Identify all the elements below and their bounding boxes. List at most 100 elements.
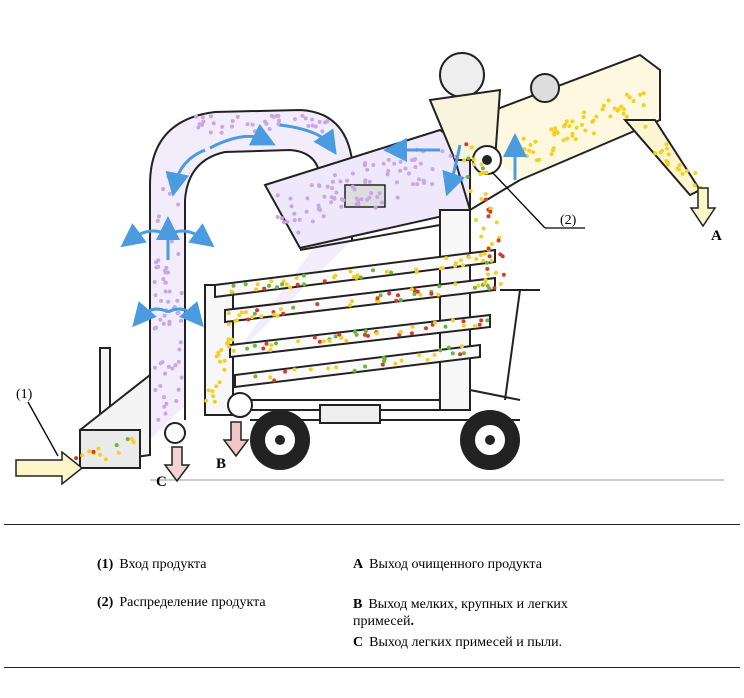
particle-dot	[268, 375, 273, 380]
particle-dot	[409, 287, 414, 292]
particle-dot	[219, 348, 224, 352]
particle-dot	[486, 214, 491, 219]
particle-dot	[395, 195, 400, 200]
particle-dot	[581, 115, 586, 119]
particle-dot	[692, 183, 697, 188]
particle-dot	[553, 126, 558, 131]
particle-dot	[619, 104, 624, 109]
particle-dot	[665, 162, 670, 167]
particle-dot	[306, 123, 311, 128]
particle-dot	[288, 285, 293, 290]
particle-dot	[158, 384, 163, 388]
particle-dot	[483, 192, 488, 197]
particle-dot	[574, 125, 579, 130]
machine-frame	[204, 209, 540, 416]
particle-dot	[166, 299, 171, 304]
particle-dot	[660, 148, 665, 153]
particle-dot	[250, 315, 254, 320]
particle-dot	[176, 310, 181, 315]
air-flow-arrow	[165, 148, 206, 197]
particle-dot	[116, 450, 121, 455]
outlet-c-drum	[164, 422, 186, 444]
particle-dot	[521, 136, 526, 141]
particle-dot	[638, 92, 643, 97]
particle-dot	[220, 124, 225, 129]
particle-dot	[480, 166, 485, 171]
particle-dot	[301, 273, 306, 278]
particle-dot	[392, 161, 397, 166]
particle-dot	[292, 367, 297, 372]
particle-dot	[498, 282, 503, 286]
particle-dot	[549, 152, 554, 157]
particle-dot	[305, 196, 310, 201]
legend-key: C	[353, 635, 364, 650]
particle-dot	[222, 367, 227, 372]
particle-dot	[156, 258, 161, 263]
particle-dot	[492, 285, 497, 290]
particle-dot	[693, 171, 698, 175]
particle-dot	[226, 344, 231, 349]
particle-dot	[482, 251, 487, 256]
particle-dot	[302, 282, 306, 287]
particle-dot	[163, 280, 168, 285]
outlet-a-label: A	[711, 228, 722, 244]
particle-dot	[583, 128, 588, 133]
particle-dot	[476, 283, 481, 288]
particle-dot	[398, 168, 403, 173]
particle-dot	[354, 332, 359, 337]
particle-dot	[87, 449, 92, 454]
particle-dot	[212, 399, 217, 404]
particle-dot	[432, 353, 437, 357]
particle-dot	[315, 302, 320, 307]
particle-dot	[231, 348, 236, 353]
particle-dot	[380, 362, 385, 367]
inlet-arrow	[15, 450, 84, 486]
particle-dot	[466, 156, 471, 161]
particle-dot	[381, 161, 386, 166]
legend-text: Распределение продукта	[119, 595, 266, 610]
particle-dot	[375, 195, 380, 199]
particle-dot	[643, 124, 648, 129]
particle-dot	[278, 307, 283, 312]
particle-dot	[161, 277, 166, 281]
particle-dot	[317, 119, 322, 124]
particle-dot	[472, 285, 477, 290]
particle-dot	[279, 216, 284, 221]
particle-dot	[641, 91, 646, 96]
particle-dot	[430, 167, 435, 172]
legend-item-distribution: (2)Распределение продукта	[97, 594, 266, 611]
particle-dot	[252, 311, 257, 316]
particle-dot	[245, 346, 250, 351]
particle-dot	[239, 310, 244, 315]
air-flow-arrow	[132, 301, 169, 328]
particle-dot	[487, 286, 492, 291]
particle-dot	[524, 154, 529, 158]
particle-dot	[325, 184, 330, 189]
particle-dot	[631, 99, 636, 104]
particle-dot	[283, 369, 288, 374]
particle-dot	[664, 142, 669, 147]
particle-dot	[462, 158, 467, 163]
particle-dot	[326, 366, 331, 371]
particle-dot	[176, 252, 181, 256]
particle-dot	[211, 121, 216, 126]
particle-dot	[551, 146, 556, 151]
particle-dot	[552, 130, 557, 135]
particle-dot	[297, 217, 302, 222]
particle-dot	[296, 230, 301, 235]
particle-dot	[196, 125, 201, 130]
particle-dot	[621, 107, 626, 112]
particle-dot	[267, 283, 271, 288]
particle-dot	[484, 197, 488, 202]
particle-dot	[237, 313, 242, 318]
particle-dot	[339, 204, 344, 209]
particle-dot	[176, 387, 181, 392]
particle-dot	[261, 346, 266, 351]
particle-dot	[337, 332, 342, 337]
particle-dot	[549, 127, 554, 132]
particle-dot	[363, 180, 368, 185]
particle-dot	[74, 456, 79, 461]
particle-dot	[410, 324, 415, 329]
particle-dot	[216, 350, 221, 355]
